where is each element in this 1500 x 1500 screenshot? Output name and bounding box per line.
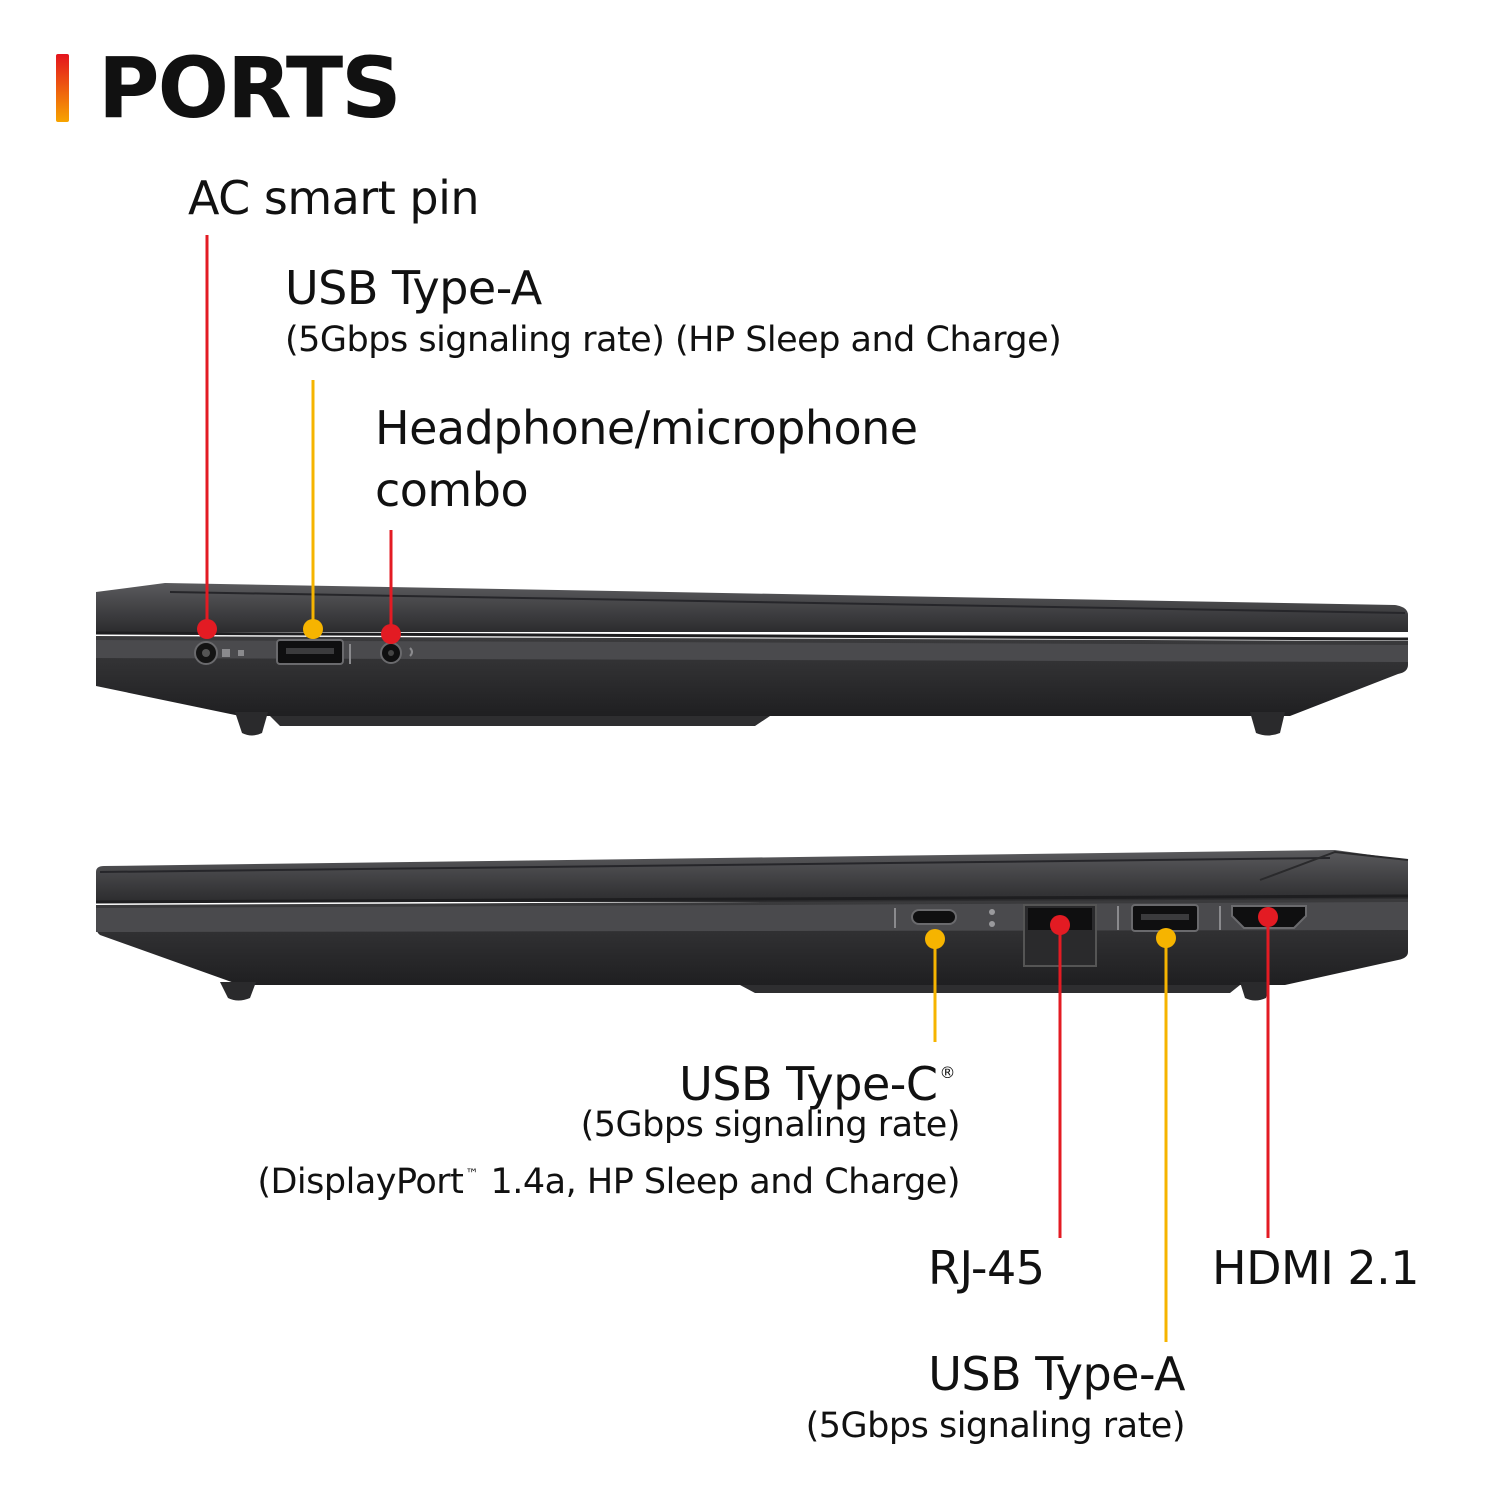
label-usb-type-c: USB Type-C®: [679, 1045, 955, 1112]
usb-c-port-icon: [894, 908, 957, 928]
usb-a-port-icon: [276, 639, 351, 665]
laptop-right-side-view: [95, 850, 1409, 1001]
callout-usb-type-a-left: [303, 380, 323, 639]
ac-power-port-icon: [194, 641, 244, 665]
label-usb-type-c-detail: (5Gbps signaling rate): [580, 1105, 961, 1145]
callout-usb-type-a-right: [1156, 928, 1176, 1342]
label-usb-type-a-right: USB Type-A: [928, 1347, 1185, 1401]
callout-hdmi: [1258, 907, 1278, 1238]
usb-a-port-icon-right: [1117, 904, 1199, 932]
page-title: PORTS: [98, 39, 402, 137]
label-rj-45: RJ-45: [928, 1241, 1045, 1295]
title-accent-bar: [56, 54, 69, 122]
callout-headphone-combo: [381, 530, 401, 644]
label-usb-type-c-detail2-post: 1.4a, HP Sleep and Charge): [479, 1162, 961, 1202]
label-headphone-combo: Headphone/microphone: [375, 401, 918, 455]
trademark-mark: ™: [465, 1167, 478, 1182]
label-usb-type-c-detail2-pre: (DisplayPort: [257, 1162, 464, 1202]
callout-ac-smart-pin: [197, 235, 217, 639]
callout-rj-45: [1050, 915, 1070, 1238]
registered-mark: ®: [939, 1063, 956, 1082]
callout-usb-type-c: [925, 929, 945, 1042]
label-hdmi: HDMI 2.1: [1212, 1241, 1420, 1295]
label-usb-type-c-name: USB Type-C: [679, 1057, 938, 1111]
label-usb-type-a-left: USB Type-A: [285, 261, 542, 315]
label-usb-type-a-left-detail: (5Gbps signaling rate) (HP Sleep and Cha…: [285, 320, 1062, 360]
laptop-left-side-view: [95, 583, 1409, 736]
label-ac-smart-pin: AC smart pin: [188, 171, 480, 225]
label-headphone-combo-line2: combo: [375, 463, 529, 517]
label-usb-type-a-right-detail: (5Gbps signaling rate): [805, 1406, 1186, 1446]
